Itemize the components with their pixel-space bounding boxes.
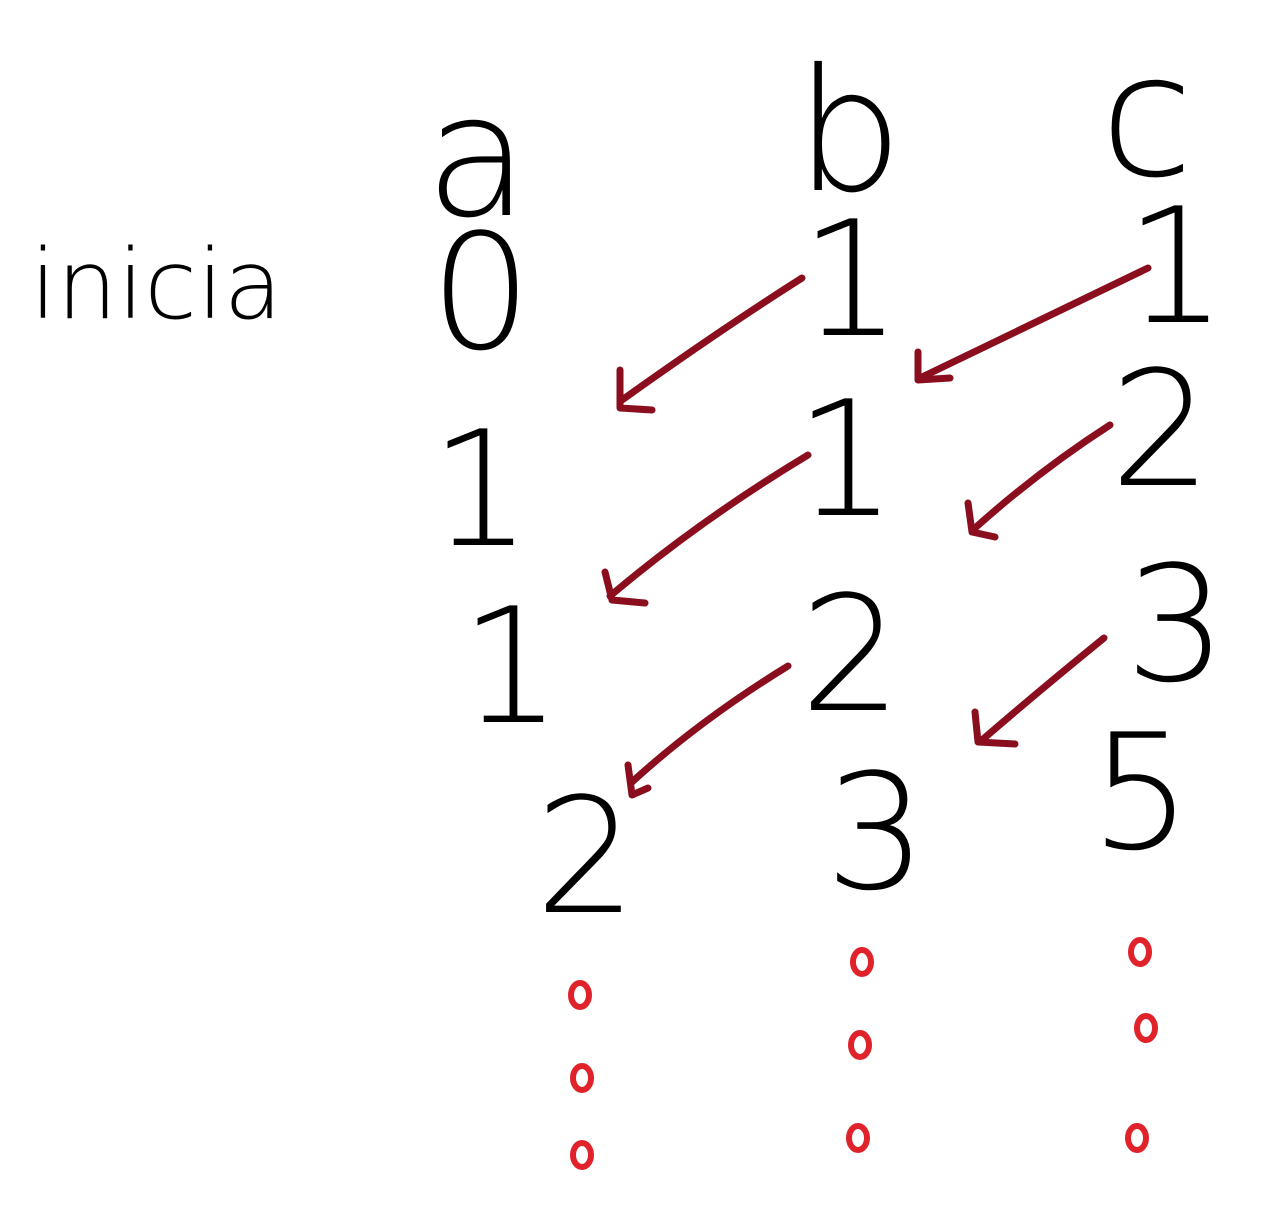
cell-c-3: 5 xyxy=(1090,699,1192,886)
cell-b-0: 1 xyxy=(800,186,902,373)
cell-b-2: 2 xyxy=(800,561,902,748)
column-header-a: a xyxy=(425,58,529,256)
arrow-c-1-to-b-2 xyxy=(964,421,1114,541)
cell-a-2: 1 xyxy=(460,573,562,760)
cell-a-0: 0 xyxy=(430,199,532,386)
continuation-dot-c-2 xyxy=(1125,1123,1149,1153)
column-header-b: b xyxy=(795,33,903,231)
continuation-dot-b-0 xyxy=(850,947,874,977)
continuation-dot-b-1 xyxy=(848,1030,872,1060)
arrow-shaft xyxy=(618,274,806,404)
arrow-b-1-to-a-2 xyxy=(601,451,812,607)
arrow-head xyxy=(616,366,656,414)
cell-a-3: 2 xyxy=(535,763,637,950)
arrow-head xyxy=(914,348,954,384)
arrow-b-2-to-a-3 xyxy=(624,662,792,799)
arrow-shaft xyxy=(916,264,1152,382)
continuation-dot-a-2 xyxy=(570,1140,594,1170)
column-header-c: c xyxy=(1100,18,1193,216)
continuation-dot-c-0 xyxy=(1128,937,1152,967)
arrow-shaft xyxy=(606,451,812,600)
arrow-head xyxy=(601,568,649,607)
arrow-c-2-to-b-3 xyxy=(971,634,1108,748)
cell-a-1: 1 xyxy=(430,396,532,583)
arrow-c-0-to-b-1 xyxy=(914,264,1152,384)
continuation-dot-a-0 xyxy=(568,980,592,1010)
arrow-shaft xyxy=(978,634,1108,744)
arrow-shaft xyxy=(971,421,1114,532)
arrow-head xyxy=(964,499,999,541)
cell-c-1: 2 xyxy=(1110,336,1212,523)
arrow-b-0-to-a-1 xyxy=(616,274,806,414)
cell-b-3: 3 xyxy=(825,739,927,926)
cell-c-0: 1 xyxy=(1125,173,1227,360)
cell-b-1: 1 xyxy=(795,366,897,553)
cell-c-2: 3 xyxy=(1125,531,1227,718)
arrows-group xyxy=(601,264,1152,799)
arrow-shaft xyxy=(628,662,792,786)
arrow-head xyxy=(971,708,1019,748)
continuation-dot-a-1 xyxy=(570,1063,594,1093)
continuation-dot-c-1 xyxy=(1134,1013,1158,1043)
start-label: inicia xyxy=(30,229,282,341)
arrow-head xyxy=(624,761,652,799)
continuation-dot-b-2 xyxy=(846,1123,870,1153)
continuation-dots-group xyxy=(568,937,1158,1170)
